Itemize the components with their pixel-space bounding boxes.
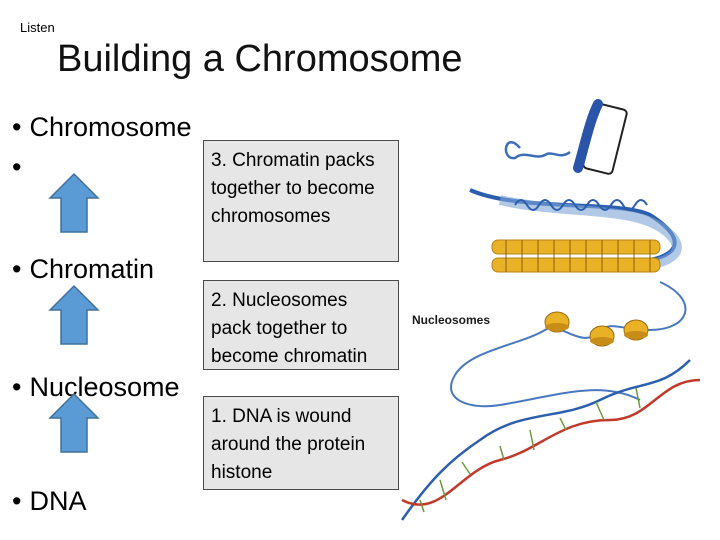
nucleosome-bead-icon xyxy=(544,311,570,333)
up-arrow-icon xyxy=(48,392,100,453)
bullet-chromosome: Chromosome xyxy=(12,114,191,141)
nucleosome-bead-icon xyxy=(589,325,615,347)
step1-note: 1. DNA is wound around the protein histo… xyxy=(203,396,399,490)
listen-button[interactable]: Listen xyxy=(20,20,55,35)
nucleosomes-figure-label: Nucleosomes xyxy=(412,313,491,327)
chromosome-diagram xyxy=(400,99,701,521)
dna-helix-icon xyxy=(400,359,701,521)
step3-note: 3. Chromatin packs together to become ch… xyxy=(203,140,399,262)
up-arrow-icon xyxy=(48,284,100,345)
slide-title: Building a Chromosome xyxy=(57,38,463,80)
bullet-dna: DNA xyxy=(12,488,86,515)
nucleosome-bead-icon xyxy=(623,319,649,341)
bullet-empty xyxy=(12,154,29,181)
bullet-chromatin: Chromatin xyxy=(12,256,154,283)
step2-note: 2. Nucleosomes pack together to become c… xyxy=(203,280,399,370)
up-arrow-icon xyxy=(48,172,100,233)
bullet-nucleosome: Nucleosome xyxy=(12,374,179,401)
chromosome-arm-icon xyxy=(573,99,603,173)
